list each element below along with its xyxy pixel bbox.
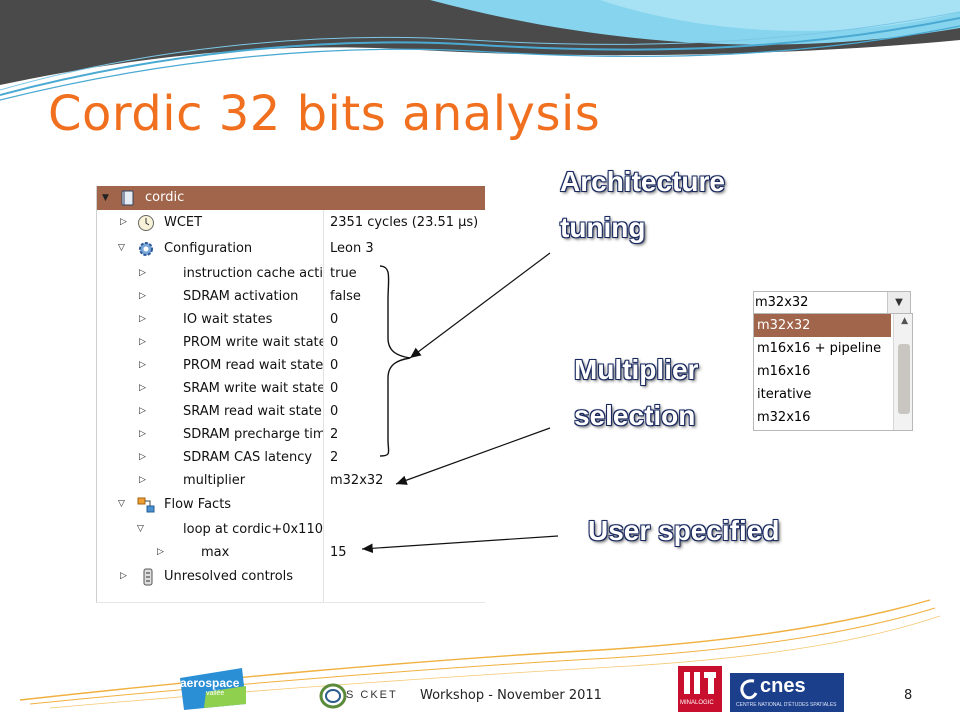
tree-row[interactable]: ▷ SRAM write wait state 0 (97, 377, 485, 400)
expand-triangle-icon[interactable]: ▷ (120, 571, 127, 581)
expand-triangle-icon[interactable]: ▷ (139, 360, 146, 370)
minalogic-logo: MINALOGIC (678, 666, 722, 712)
clock-icon (138, 215, 154, 231)
header-banner (0, 0, 960, 101)
column-divider (323, 186, 324, 602)
gear-icon (139, 242, 153, 256)
multiplier-select[interactable]: m32x32 ▼ (753, 291, 911, 314)
tree-root-label: cordic (145, 190, 185, 205)
expand-triangle-icon[interactable]: ▷ (139, 291, 146, 301)
expand-triangle-icon[interactable]: ▷ (139, 429, 146, 439)
page-number: 8 (904, 688, 913, 703)
option-m32x32[interactable]: m32x32 (754, 314, 891, 337)
tree-row[interactable]: ▷ SDRAM activation false (97, 285, 485, 308)
tree-row[interactable]: ▷ SRAM read wait state 0 (97, 400, 485, 423)
scroll-up-icon[interactable]: ▲ (901, 316, 908, 326)
minalogic-mark-icon (684, 672, 716, 694)
flow-icon (137, 497, 155, 513)
callout-user-specified: User specified (588, 515, 780, 546)
socket-logo: S CKET (318, 682, 414, 710)
slide-title: Cordic 32 bits analysis (48, 86, 601, 142)
options-scrollbar[interactable]: ▲ (893, 314, 912, 430)
cnes-logo: cnes CENTRE NATIONAL D'ÉTUDES SPATIALES (730, 673, 844, 712)
tree-root-row[interactable]: ▼ cordic (97, 186, 485, 210)
tree-row-max[interactable]: ▷ max 15 (97, 541, 485, 564)
tree-row[interactable]: ▽ loop at cordic+0x110 (97, 518, 485, 541)
option-iterative[interactable]: iterative (757, 387, 812, 402)
chevron-down-icon[interactable]: ▼ (887, 292, 910, 313)
expand-triangle-icon[interactable]: ▷ (139, 475, 146, 485)
cnes-swirl-icon (740, 679, 758, 700)
callout-architecture: Architecture tuning (560, 166, 725, 243)
collapse-triangle-icon[interactable]: ▼ (102, 193, 109, 203)
tree-row[interactable]: ▽ Flow Facts (97, 493, 485, 516)
callout-multiplier: Multiplier selection (574, 354, 699, 431)
scrollbar-thumb[interactable] (898, 344, 910, 414)
socket-ring-icon (319, 683, 347, 709)
book-icon (121, 190, 134, 206)
expand-triangle-icon[interactable]: ▷ (157, 547, 164, 557)
expand-triangle-icon[interactable]: ▷ (139, 383, 146, 393)
tree-row[interactable]: ▷ PROM write wait state 0 (97, 331, 485, 354)
aerospace-valley-logo: aerospace vallée (176, 664, 250, 712)
tree-row[interactable]: ▷ PROM read wait state 0 (97, 354, 485, 377)
collapse-triangle-icon[interactable]: ▽ (137, 524, 144, 534)
expand-triangle-icon[interactable]: ▷ (139, 337, 146, 347)
multiplier-select-value: m32x32 (755, 295, 809, 310)
multiplier-options-list[interactable]: m32x32 m16x16 + pipeline m16x16 iterativ… (753, 313, 913, 431)
controls-icon (143, 568, 153, 586)
collapse-triangle-icon[interactable]: ▽ (118, 243, 125, 253)
option-m16x16-pipeline[interactable]: m16x16 + pipeline (757, 341, 882, 356)
collapse-triangle-icon[interactable]: ▽ (118, 499, 125, 509)
tree-row[interactable]: ▷ Unresolved controls (97, 565, 485, 588)
option-m16x16[interactable]: m16x16 (757, 364, 811, 379)
tree-row[interactable]: ▽ Configuration Leon 3 (97, 237, 485, 260)
tree-row[interactable]: ▷ SDRAM CAS latency 2 (97, 446, 485, 469)
expand-triangle-icon[interactable]: ▷ (139, 268, 146, 278)
tree-row[interactable]: ▷ WCET 2351 cycles (23.51 µs) (97, 211, 485, 234)
tree-row[interactable]: ▷ instruction cache acti true (97, 262, 485, 285)
tree-row[interactable]: ▷ SDRAM precharge tim 2 (97, 423, 485, 446)
footer-text: Workshop - November 2011 (420, 688, 602, 703)
aerospace-logo-icon (180, 668, 246, 710)
analysis-tree[interactable]: ▼ cordic ▷ WCET 2351 cycles (23.51 µs) ▽… (96, 186, 485, 603)
expand-triangle-icon[interactable]: ▷ (139, 452, 146, 462)
expand-triangle-icon[interactable]: ▷ (139, 314, 146, 324)
expand-triangle-icon[interactable]: ▷ (120, 217, 127, 227)
tree-row[interactable]: ▷ IO wait states 0 (97, 308, 485, 331)
expand-triangle-icon[interactable]: ▷ (139, 406, 146, 416)
option-m32x16[interactable]: m32x16 (757, 410, 811, 425)
tree-row-multiplier[interactable]: ▷ multiplier m32x32 (97, 469, 485, 492)
